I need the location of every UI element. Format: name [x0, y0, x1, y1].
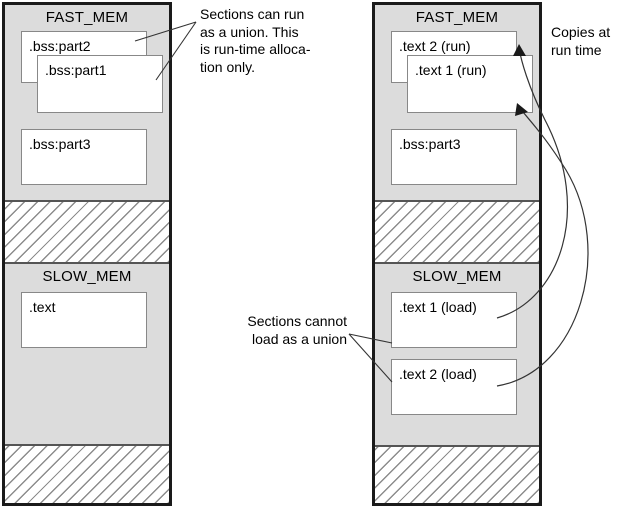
region-slow-mem-right: SLOW_MEM .text 1 (load) .text 2 (load) [375, 263, 539, 446]
memory-column-right: FAST_MEM .text 2 (run) .text 1 (run) .bs… [372, 2, 542, 506]
unused-memory-band-left-lower [5, 445, 169, 503]
section-box-text-left: .text [21, 292, 147, 348]
caption-union-run: Sections can run as a union. This is run… [200, 6, 311, 75]
region-slow-mem-left: SLOW_MEM .text [5, 263, 169, 445]
region-title-slow-mem-right: SLOW_MEM [412, 268, 502, 285]
unused-memory-band-right-lower [375, 446, 539, 503]
region-fast-mem-left: FAST_MEM .bss:part2 .bss:part1 .bss:part… [5, 5, 169, 201]
region-title-slow-mem-left: SLOW_MEM [42, 268, 132, 285]
region-fast-mem-right: FAST_MEM .text 2 (run) .text 1 (run) .bs… [375, 5, 539, 201]
section-box-text1-run: .text 1 (run) [407, 55, 533, 113]
region-title-fast-mem-right: FAST_MEM [415, 9, 499, 26]
unused-memory-band-right-upper [375, 201, 539, 263]
section-box-bss-part3-right: .bss:part3 [391, 129, 517, 185]
section-box-bss-part1: .bss:part1 [37, 55, 163, 113]
caption-union-load: Sections cannot load as a union [247, 313, 347, 347]
unused-memory-band-left-upper [5, 201, 169, 263]
memory-column-left: FAST_MEM .bss:part2 .bss:part1 .bss:part… [2, 2, 172, 506]
section-box-bss-part3: .bss:part3 [21, 129, 147, 185]
region-title-fast-mem-left: FAST_MEM [45, 9, 129, 26]
caption-copies-at-run-time: Copies at run time [551, 24, 611, 58]
section-box-text1-load: .text 1 (load) [391, 292, 517, 348]
section-box-text2-load: .text 2 (load) [391, 359, 517, 415]
